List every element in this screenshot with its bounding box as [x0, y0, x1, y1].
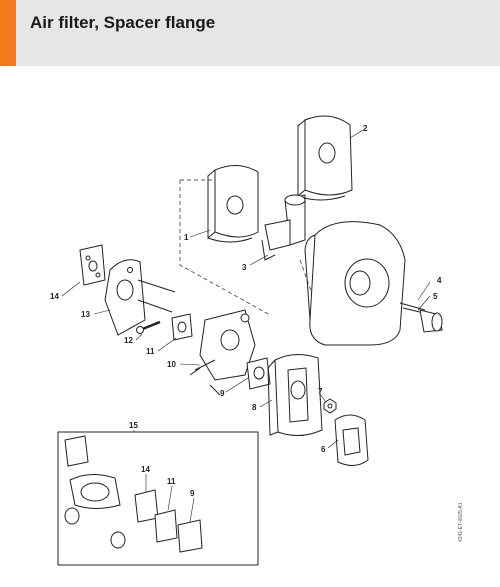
part-12-screw [136, 320, 161, 334]
callout-15: 15 [129, 421, 138, 430]
callout-3: 3 [242, 263, 247, 272]
filter-cover [304, 221, 406, 346]
callout-8: 8 [252, 403, 257, 412]
callout-9: 9 [220, 389, 225, 398]
page-title: Air filter, Spacer flange [30, 13, 216, 32]
part-8-filter-base [267, 354, 323, 436]
kit-15-box [57, 431, 259, 566]
document-id: 4241-ET-0025-A1 [458, 502, 464, 542]
callout-11: 11 [146, 347, 155, 356]
part-7-nut [323, 398, 337, 414]
callout-2: 2 [363, 124, 368, 133]
part-14-gasket [79, 244, 106, 286]
callout-leaders [61, 129, 431, 523]
part-2-filter [297, 115, 353, 201]
part-4-5-knob [399, 302, 443, 333]
callout-6: 6 [321, 445, 326, 454]
callout-13: 13 [81, 310, 90, 319]
callout-12: 12 [124, 336, 133, 345]
part-11-gasket [171, 313, 193, 341]
part-6-baffle [334, 414, 369, 466]
kit-callout-11: 11 [167, 477, 176, 486]
callout-7: 7 [318, 387, 323, 396]
kit-callout-14: 14 [141, 465, 150, 474]
part-3-bracket [261, 194, 306, 261]
callout-10: 10 [167, 360, 176, 369]
part-13-spacer-flange [104, 259, 176, 336]
callout-4: 4 [437, 276, 442, 285]
kit-callout-9: 9 [190, 489, 195, 498]
callout-5: 5 [433, 292, 438, 301]
part-9-gasket [246, 357, 271, 390]
part-10-carburetor [189, 309, 256, 396]
header-bar: Air filter, Spacer flange [0, 0, 500, 66]
callout-1: 1 [184, 233, 189, 242]
callout-14: 14 [50, 292, 59, 301]
part-1-filter [207, 165, 259, 243]
exploded-parts-diagram: 1 2 3 4 5 6 7 8 9 10 11 12 13 14 15 14 1… [50, 115, 443, 566]
header-accent [0, 0, 16, 66]
